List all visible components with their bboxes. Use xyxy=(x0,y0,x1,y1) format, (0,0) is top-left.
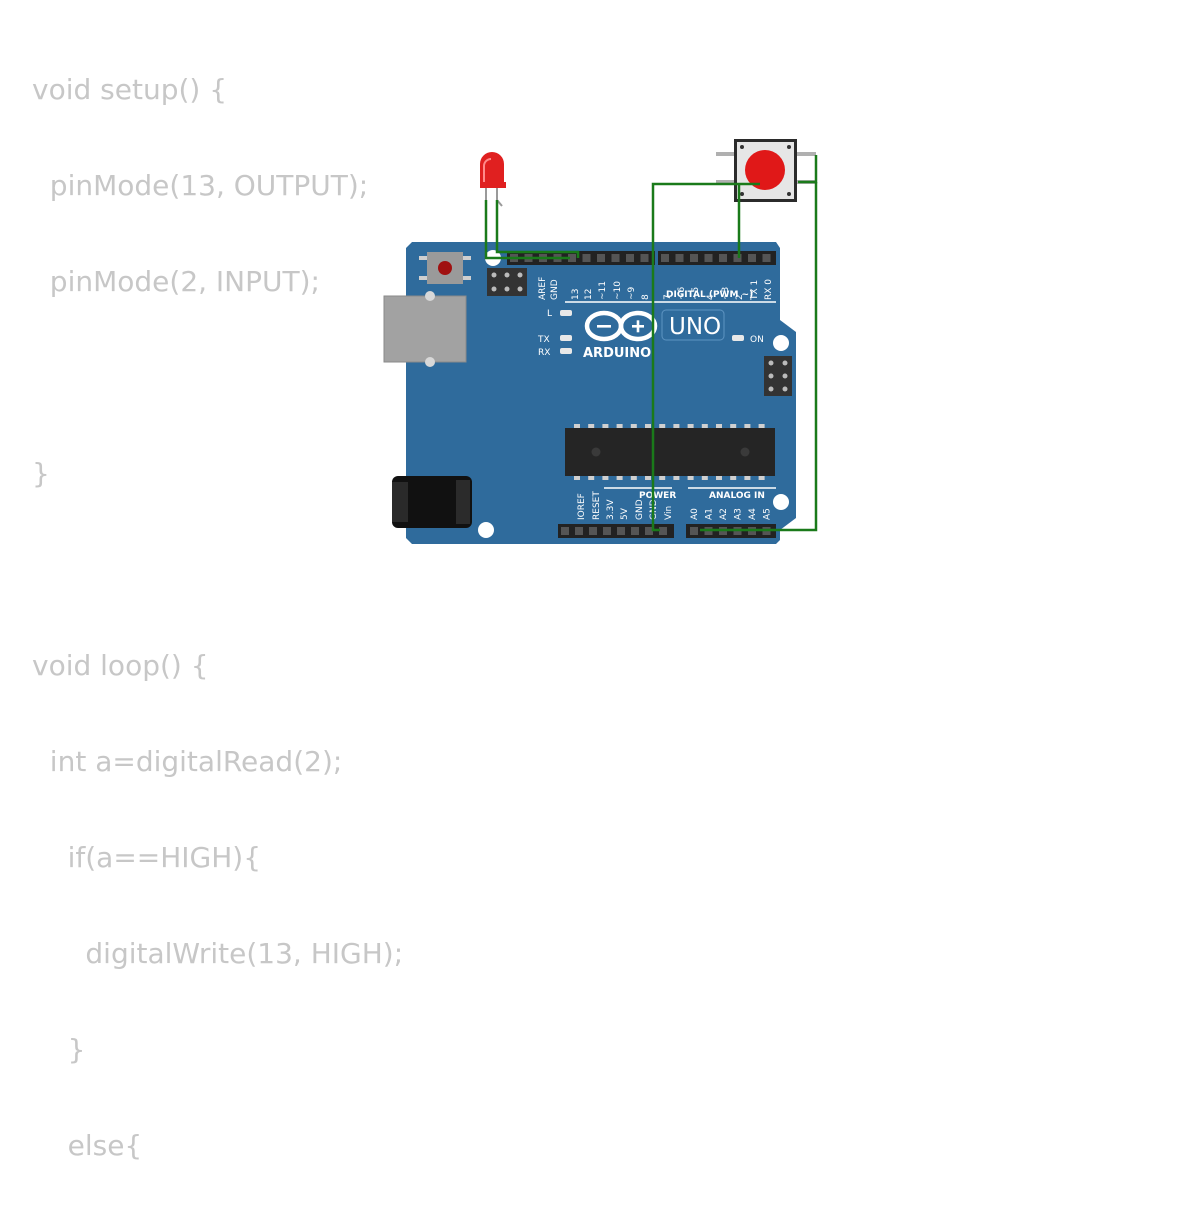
header-pin[interactable] xyxy=(645,527,653,535)
header-pin[interactable] xyxy=(603,527,611,535)
led-rx-label: RX xyxy=(538,348,550,358)
analog-header-label: ANALOG IN xyxy=(709,491,765,501)
microcontroller-chip xyxy=(565,424,775,480)
power-pin-label: Vin xyxy=(664,506,674,520)
power-pin-label: GND xyxy=(635,499,645,520)
usb-connector xyxy=(383,295,467,363)
header-pin[interactable] xyxy=(568,254,576,262)
reset-button[interactable] xyxy=(419,252,471,284)
header-pin[interactable] xyxy=(762,254,771,262)
code-line: pinMode(2, INPUT); xyxy=(32,265,320,298)
analog-pin-label: A5 xyxy=(763,508,773,520)
digital-header-label: DIGITAL (PWM ~) xyxy=(666,290,753,300)
header-pin[interactable] xyxy=(675,254,684,262)
brand-label: ARDUINO xyxy=(583,346,651,361)
header-pin[interactable] xyxy=(690,254,698,262)
code-line: digitalWrite(13, HIGH); xyxy=(32,937,404,970)
header-pin[interactable] xyxy=(631,527,639,535)
digital-pin-label: ~3 xyxy=(721,287,731,300)
model-label: UNO xyxy=(669,314,721,340)
code-line: if(a==HIGH){ xyxy=(32,841,262,874)
code-line: void loop() { xyxy=(32,649,209,682)
led-on-label: ON xyxy=(750,335,764,345)
icsp-header xyxy=(487,268,527,296)
digital-pin-label: ~10 xyxy=(613,281,623,300)
push-button[interactable] xyxy=(716,139,816,202)
digital-pin-label: RX 0 xyxy=(764,279,774,300)
analog-pin-label: A2 xyxy=(719,508,729,520)
header-pin[interactable] xyxy=(617,527,625,535)
digital-pin-label: ~5 xyxy=(691,287,701,300)
wire-led-anode-pin13 xyxy=(495,200,580,258)
header-pin[interactable] xyxy=(733,254,742,262)
digital-pin-label: 4 xyxy=(706,294,716,300)
header-pin[interactable] xyxy=(704,254,713,262)
digital-pin-label: 8 xyxy=(641,294,651,300)
code-line: void setup() { xyxy=(32,73,228,106)
mounting-hole xyxy=(773,494,789,510)
button-cap[interactable] xyxy=(745,150,785,190)
code-line: } xyxy=(32,1033,86,1066)
wires xyxy=(484,155,818,532)
digital-pin-label: 13 xyxy=(571,289,581,300)
header-pin[interactable] xyxy=(690,527,698,535)
power-pin-label: 3.3V xyxy=(606,499,616,520)
header-pin[interactable] xyxy=(561,527,569,535)
power-pin-label: RESET xyxy=(592,491,602,520)
wire-led-cathode-gnd xyxy=(484,200,570,260)
power-pin-label: IOREF xyxy=(577,493,587,520)
digital-header-right xyxy=(658,251,776,265)
digital-pin-label: TX 1 xyxy=(750,280,760,301)
red-led[interactable] xyxy=(480,152,506,256)
analog-pin-label: A4 xyxy=(748,508,758,520)
digital-pin-label: 12 xyxy=(584,289,594,300)
digital-pin-label: 2 xyxy=(735,294,745,300)
led-tx xyxy=(560,335,572,341)
led-tx-label: TX xyxy=(537,335,550,345)
led-on xyxy=(732,335,744,341)
code-line: } xyxy=(32,457,50,490)
digital-pin-label: ~9 xyxy=(627,286,637,300)
mounting-hole xyxy=(478,522,494,538)
led-l-label: L xyxy=(547,309,552,319)
header-pin[interactable] xyxy=(575,527,583,535)
analog-pin-label: A1 xyxy=(705,508,715,520)
digital-pin-label: ~6 xyxy=(677,286,687,300)
analog-pin-label: A3 xyxy=(734,508,744,520)
analog-pin-labels: A0 A1 A2 A3 A4 A5 xyxy=(690,508,773,520)
header-pin[interactable] xyxy=(659,527,667,535)
header-pin[interactable] xyxy=(582,254,591,262)
wire-button-pin2 xyxy=(651,182,760,532)
header-pin[interactable] xyxy=(589,527,597,535)
power-jack xyxy=(392,476,472,528)
header-pin[interactable] xyxy=(640,254,649,262)
header-pin[interactable] xyxy=(626,254,634,262)
header-pin[interactable] xyxy=(719,254,727,262)
header-pin[interactable] xyxy=(611,254,620,262)
header-pin[interactable] xyxy=(748,254,756,262)
code-line: else{ xyxy=(32,1129,143,1162)
digital-pin-label: AREF xyxy=(538,277,548,300)
code-line: pinMode(13, OUTPUT); xyxy=(32,169,369,202)
code-line: int a=digitalRead(2); xyxy=(32,745,343,778)
header-pin[interactable] xyxy=(597,254,605,262)
power-pin-label: 5V xyxy=(620,507,630,520)
analog-pin-label: A0 xyxy=(690,508,700,520)
arduino-logo-icon xyxy=(584,310,658,342)
wire-button-resistor xyxy=(798,155,818,184)
power-header-label: POWER xyxy=(639,491,676,501)
digital-pin-label: GND xyxy=(550,279,560,300)
led-l xyxy=(560,310,572,316)
header-pin[interactable] xyxy=(661,254,669,262)
wire-gnd-return xyxy=(700,182,818,532)
mounting-hole xyxy=(773,335,789,351)
icsp-header-right xyxy=(764,356,792,396)
led-rx xyxy=(560,348,572,354)
digital-pin-label: ~11 xyxy=(598,281,608,300)
digital-pin-label: 7 xyxy=(663,294,673,300)
